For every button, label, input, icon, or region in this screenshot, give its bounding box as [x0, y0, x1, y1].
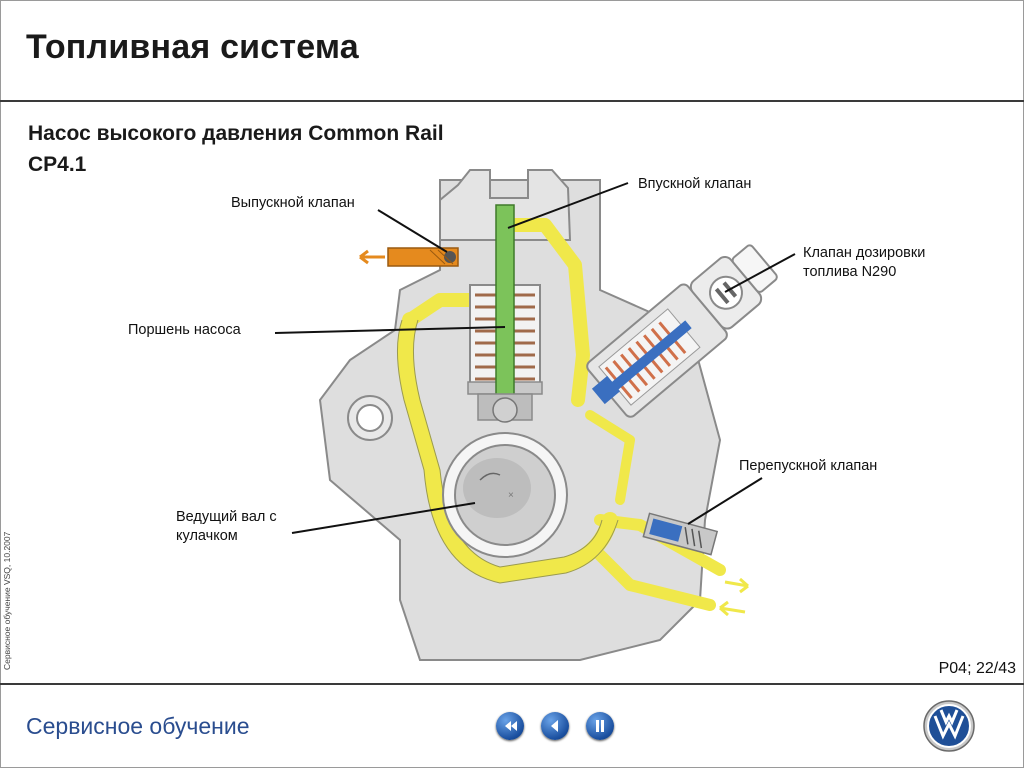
svg-text:×: × [508, 490, 514, 501]
label-drive-shaft-line-2: кулачком [176, 528, 238, 544]
rewind-icon [505, 721, 517, 731]
footer-divider [0, 683, 1024, 685]
return-arrow-icon-1 [724, 577, 749, 594]
page-number: P04; 22/43 [938, 660, 1016, 677]
label-metering-valve: Клапан дозировки топлива N290 [803, 244, 925, 282]
label-drive-shaft: Ведущий вал с кулачком [176, 508, 277, 546]
rotation-arrow-icon [479, 472, 501, 481]
label-inlet-valve: Впускной клапан [638, 176, 752, 192]
label-bypass-valve: Перепускной клапан [739, 458, 878, 474]
return-arrow-icon-2 [719, 600, 746, 617]
label-drive-shaft-line-1: Ведущий вал с [176, 509, 277, 525]
side-note: Сервисное обучение VSQ, 10.2007 [2, 531, 12, 670]
label-metering-valve-line-1: Клапан дозировки [803, 245, 926, 261]
vw-logo [923, 700, 975, 752]
footer-title: Сервисное обучение [26, 713, 250, 739]
metering-valve-plunger [591, 375, 621, 405]
bypass-valve [642, 512, 719, 556]
label-piston: Поршень насоса [128, 322, 241, 338]
label-metering-valve-line-2: топлива N290 [803, 264, 897, 280]
subtitle-line-2: CP4.1 [28, 153, 87, 176]
back-icon [551, 720, 558, 732]
title-bar: Топливная система [0, 0, 1024, 102]
outlet-valve-ball [444, 251, 456, 263]
outlet-arrow-icon [359, 249, 385, 265]
leader-lines [274, 182, 796, 534]
subtitle-line-1: Насос высокого давления Common Rail [28, 122, 444, 145]
rewind-button[interactable] [496, 712, 524, 740]
pause-button[interactable] [586, 712, 614, 740]
back-button[interactable] [541, 712, 569, 740]
metering-valve [586, 244, 778, 418]
pump-piston [495, 204, 515, 398]
label-outlet-valve: Выпускной клапан [231, 195, 355, 211]
slide-subtitle: Насос высокого давления Common Rail CP4.… [28, 118, 444, 180]
page-title: Топливная система [26, 28, 359, 66]
mounting-hole-inner [356, 404, 384, 432]
pause-icon [596, 720, 604, 732]
cam-lobe [463, 458, 531, 518]
roller [492, 397, 518, 423]
